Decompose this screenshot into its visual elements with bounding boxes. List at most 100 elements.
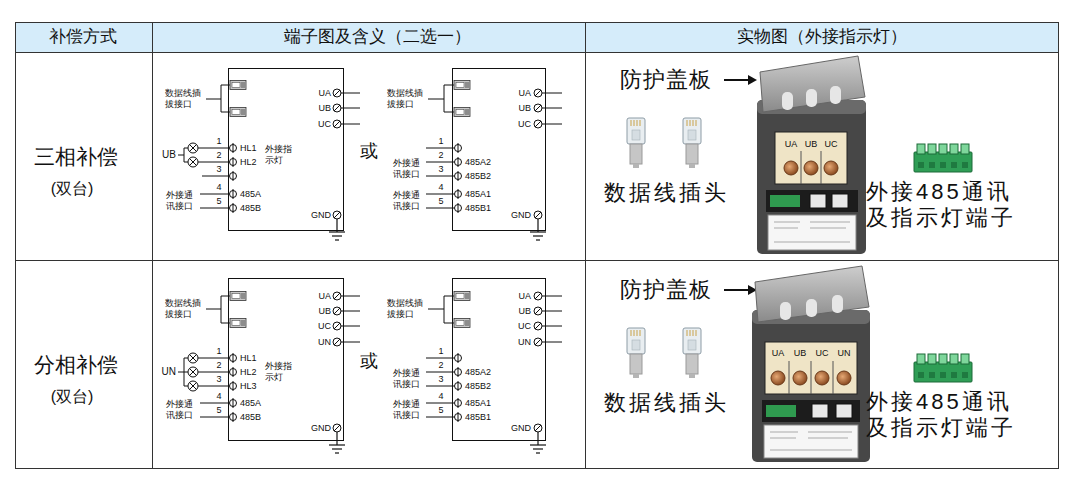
terminal-block: HL1HL2外接指示灯485A485BUAUBUCGND [228,68,344,231]
device-photo-part [806,299,817,317]
terminal-symbols-part [455,412,462,422]
terminal-strip-photo [914,144,972,172]
terminal-symbols-part [534,104,542,112]
pin-name: 485B [240,412,261,423]
pin-name: UN [318,337,331,348]
wiring-part [198,358,230,417]
terminal-symbols-part [230,81,246,90]
plug-photo-part [627,328,645,378]
device-photo-part [801,151,821,184]
terminal-symbols-part [454,292,470,301]
pin-name: UA [318,291,331,302]
wiring-part [542,93,562,124]
terminal-block: 485A2485B2485A1485B1UAUBUCUNGND [452,278,546,441]
wiring [178,296,562,417]
terminal-symbols-part [333,322,341,330]
device-photo-part [784,161,798,175]
pin-name: UN [518,337,531,348]
device-photo-part [837,371,851,385]
wiring-part [206,296,230,323]
terminal-symbols-part [230,108,246,117]
terminal-symbols-part [455,189,462,199]
port-note: 外接通讯接口 [166,190,195,212]
device-photo-part [774,222,850,242]
device-photo-part [830,86,841,104]
pin-name: 485B1 [465,412,491,423]
terminal-symbols-part [534,120,542,128]
wiring-part [178,148,188,162]
cover-arrow [724,285,757,295]
wiring-part [426,358,455,417]
terminal-symbols-part [530,219,546,240]
port-note: 外接通讯接口 [166,399,195,421]
row-subtitle: (双台) [51,179,94,198]
lamp-note: 外接指示灯 [265,144,294,166]
cover-arrow [724,75,757,85]
terminal-symbols-part [230,157,237,167]
device-photo-part [832,194,848,208]
terminal-mark: UA [772,348,785,359]
plug-photo [627,118,701,168]
device-photo-part [752,310,870,462]
terminal-symbols-part [530,432,546,453]
header-cell: 补偿方式 [15,22,153,53]
pin-name: GND [511,210,531,221]
port-note: 外接通讯接口 [393,158,422,180]
pin-name: GND [311,210,331,221]
pin-name: HL1 [240,353,257,364]
terminal-symbols-part [455,171,462,181]
wiring-part [542,296,562,342]
pin-name: UB [318,306,331,317]
terminal-symbols [188,81,546,241]
terminal-symbols [188,292,546,454]
pin-name: 485A [240,189,261,200]
plug-photo-part [683,328,701,378]
device-photo-part [765,342,857,394]
device-photo-part [775,132,847,184]
device-photo [757,56,866,254]
terminal-symbols-part [454,319,470,328]
terminal-symbols-part [333,211,341,219]
pin-number: 3 [438,374,443,385]
device-photo-part [770,195,800,207]
table-cell: 防护盖板数据线插头外接485通讯及指示灯端子 [585,260,1059,469]
terminal-symbols-part [230,143,237,153]
terminal-symbols-part [230,381,237,391]
pin-name: 485A2 [465,157,491,168]
pin-number: 3 [438,164,443,175]
wiring [178,85,562,208]
pin-number: 1 [216,136,221,147]
terminal-block: HL1HL2HL3外接指示灯485A485BUAUBUCUNGND [228,278,344,441]
pin-name: 485A1 [465,398,491,409]
device-photo-part [824,161,838,175]
terminal-mark: UB [805,139,818,150]
pin-name: GND [511,423,531,434]
terminal-mark: UA [785,139,798,150]
pin-name: UB [318,103,331,114]
pin-name: 485B [240,203,261,214]
pin-name: UC [518,321,531,332]
pin-number: 1 [438,346,443,357]
terminal-symbols-part [230,412,237,422]
terminal-symbols-part [230,292,246,301]
or-text: 或 [360,141,378,163]
terminal-symbols-part [455,398,462,408]
wiring-part [428,85,454,112]
wiring-part [426,148,455,208]
row-title: 分相补偿 [34,352,118,377]
device-photo-part [766,190,858,212]
terminal-symbols-part [230,353,237,363]
pin-name: UA [518,88,531,99]
device-photo-part [762,400,860,422]
terminal-symbols-part [455,203,462,213]
pin-name: 485B2 [465,171,491,182]
wiring-part [428,296,454,323]
terminal-symbols-part [534,292,542,300]
terminal-mark: UB [794,348,807,359]
terminal-symbols-part [230,189,237,199]
pin-number: 4 [216,391,221,402]
port-note: 数据线插拔接口 [387,88,425,110]
header-text: 实物图（外接指示灯） [737,27,907,47]
pin-name: UB [518,306,531,317]
terminal-symbols-part [188,157,198,167]
